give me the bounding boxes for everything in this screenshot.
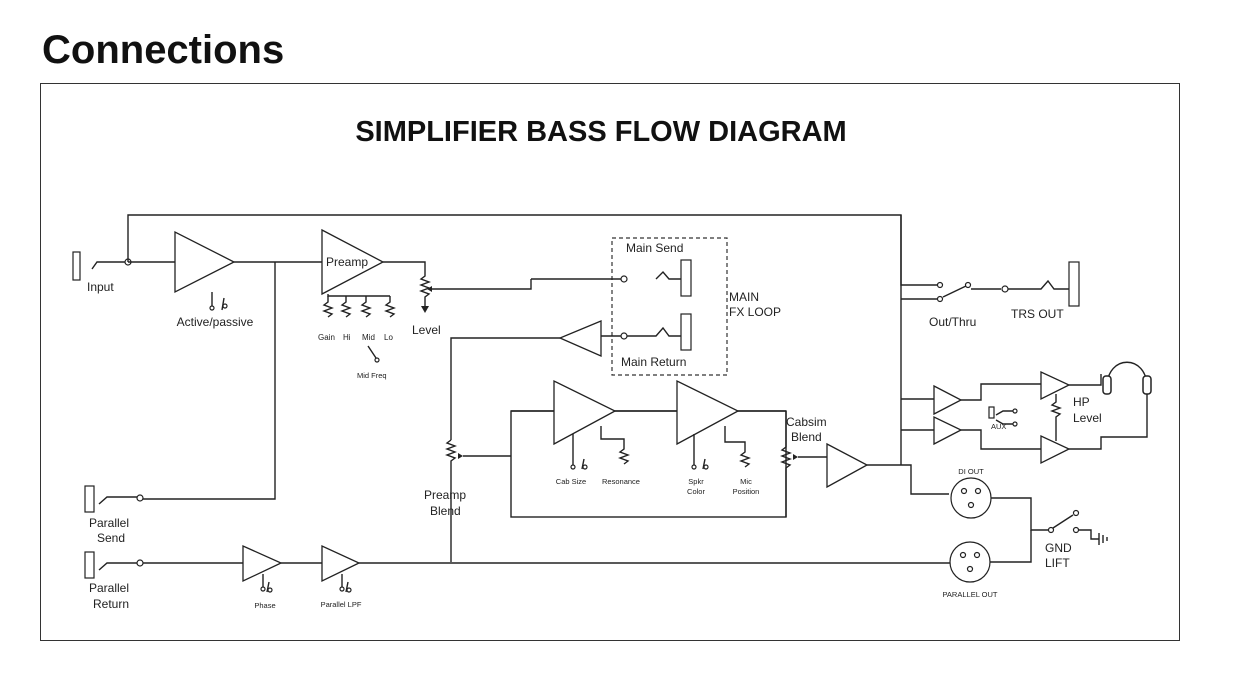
- gnd-label: GND: [1045, 541, 1072, 555]
- color-label: Color: [687, 487, 705, 496]
- trs-out-jack: [1068, 261, 1080, 307]
- hi-label: Hi: [343, 333, 351, 342]
- hp-amp-left-2: [1040, 370, 1071, 401]
- input-amp: [174, 230, 236, 294]
- parallel-lpf-amp: [321, 544, 361, 583]
- eq-pots: [322, 294, 396, 318]
- out-thru-label: Out/Thru: [929, 315, 976, 329]
- main-return-label: Main Return: [621, 355, 686, 369]
- cab-size-label: Cab Size: [556, 477, 586, 486]
- hp-amp-right-1: [933, 415, 963, 446]
- flow-diagram-frame: SIMPLIFIER BASS FLOW DIAGRAM Input Activ…: [40, 83, 1180, 641]
- parallel-send-label-2: Send: [97, 531, 125, 545]
- parallel-return-jack: [84, 551, 95, 579]
- level-label: Level: [412, 323, 441, 337]
- parallel-return-label-1: Parallel: [89, 581, 129, 595]
- active-passive-label: Active/passive: [177, 315, 254, 329]
- flow-diagram: SIMPLIFIER BASS FLOW DIAGRAM Input Activ…: [72, 116, 1152, 611]
- hp-level-label: Level: [1073, 411, 1102, 425]
- main-label: MAIN: [729, 290, 759, 304]
- parallel-send-label-1: Parallel: [89, 516, 129, 530]
- phase-amp: [242, 544, 283, 583]
- parallel-out-label: PARALLEL OUT: [942, 590, 997, 599]
- trs-out-label: TRS OUT: [1011, 307, 1064, 321]
- preamp-amp: [321, 228, 385, 296]
- di-out-xlr-icon: [950, 477, 992, 519]
- di-out-label: DI OUT: [958, 467, 984, 476]
- hp-amp-left-1: [933, 384, 963, 416]
- lo-label: Lo: [384, 333, 393, 342]
- cabsim-blend-label: Blend: [791, 430, 822, 444]
- preamp-blend-label-1: Preamp: [424, 488, 466, 502]
- parallel-return-label-2: Return: [93, 597, 129, 611]
- input-label: Input: [87, 280, 114, 294]
- mic-amp: [676, 379, 740, 446]
- main-send-jack: [680, 259, 692, 297]
- diagram-title: SIMPLIFIER BASS FLOW DIAGRAM: [355, 116, 846, 148]
- preamp-label: Preamp: [326, 255, 368, 269]
- output-amp: [826, 442, 869, 489]
- hp-amp-right-2: [1040, 434, 1071, 465]
- cab-size-amp: [553, 379, 617, 446]
- fx-loop-label: FX LOOP: [729, 305, 781, 319]
- cabsim-label: Cabsim: [786, 415, 827, 429]
- spkr-label: Spkr: [688, 477, 704, 486]
- aux-label: AUX: [991, 422, 1006, 431]
- main-return-jack: [680, 313, 692, 351]
- parallel-send-jack: [84, 485, 95, 513]
- headphones-icon: [1102, 361, 1152, 395]
- fx-return-amp: [558, 320, 602, 357]
- phase-label: Phase: [254, 601, 275, 610]
- hp-label: HP: [1073, 395, 1090, 409]
- lift-label: LIFT: [1045, 556, 1070, 570]
- mid-freq-label: Mid Freq: [357, 371, 387, 380]
- gain-label: Gain: [318, 333, 335, 342]
- input-jack: [72, 251, 128, 281]
- parallel-lpf-label: Parallel LPF: [321, 600, 362, 609]
- parallel-out-xlr-icon: [949, 541, 991, 583]
- cabsim-box: [510, 410, 787, 518]
- position-label: Position: [733, 487, 760, 496]
- preamp-blend-label-2: Blend: [430, 504, 461, 518]
- mic-label: Mic: [740, 477, 752, 486]
- mid-label: Mid: [362, 333, 375, 342]
- page-heading: Connections: [42, 28, 285, 72]
- main-send-label: Main Send: [626, 241, 683, 255]
- resonance-label: Resonance: [602, 477, 640, 486]
- main-fx-loop-box: [611, 237, 728, 376]
